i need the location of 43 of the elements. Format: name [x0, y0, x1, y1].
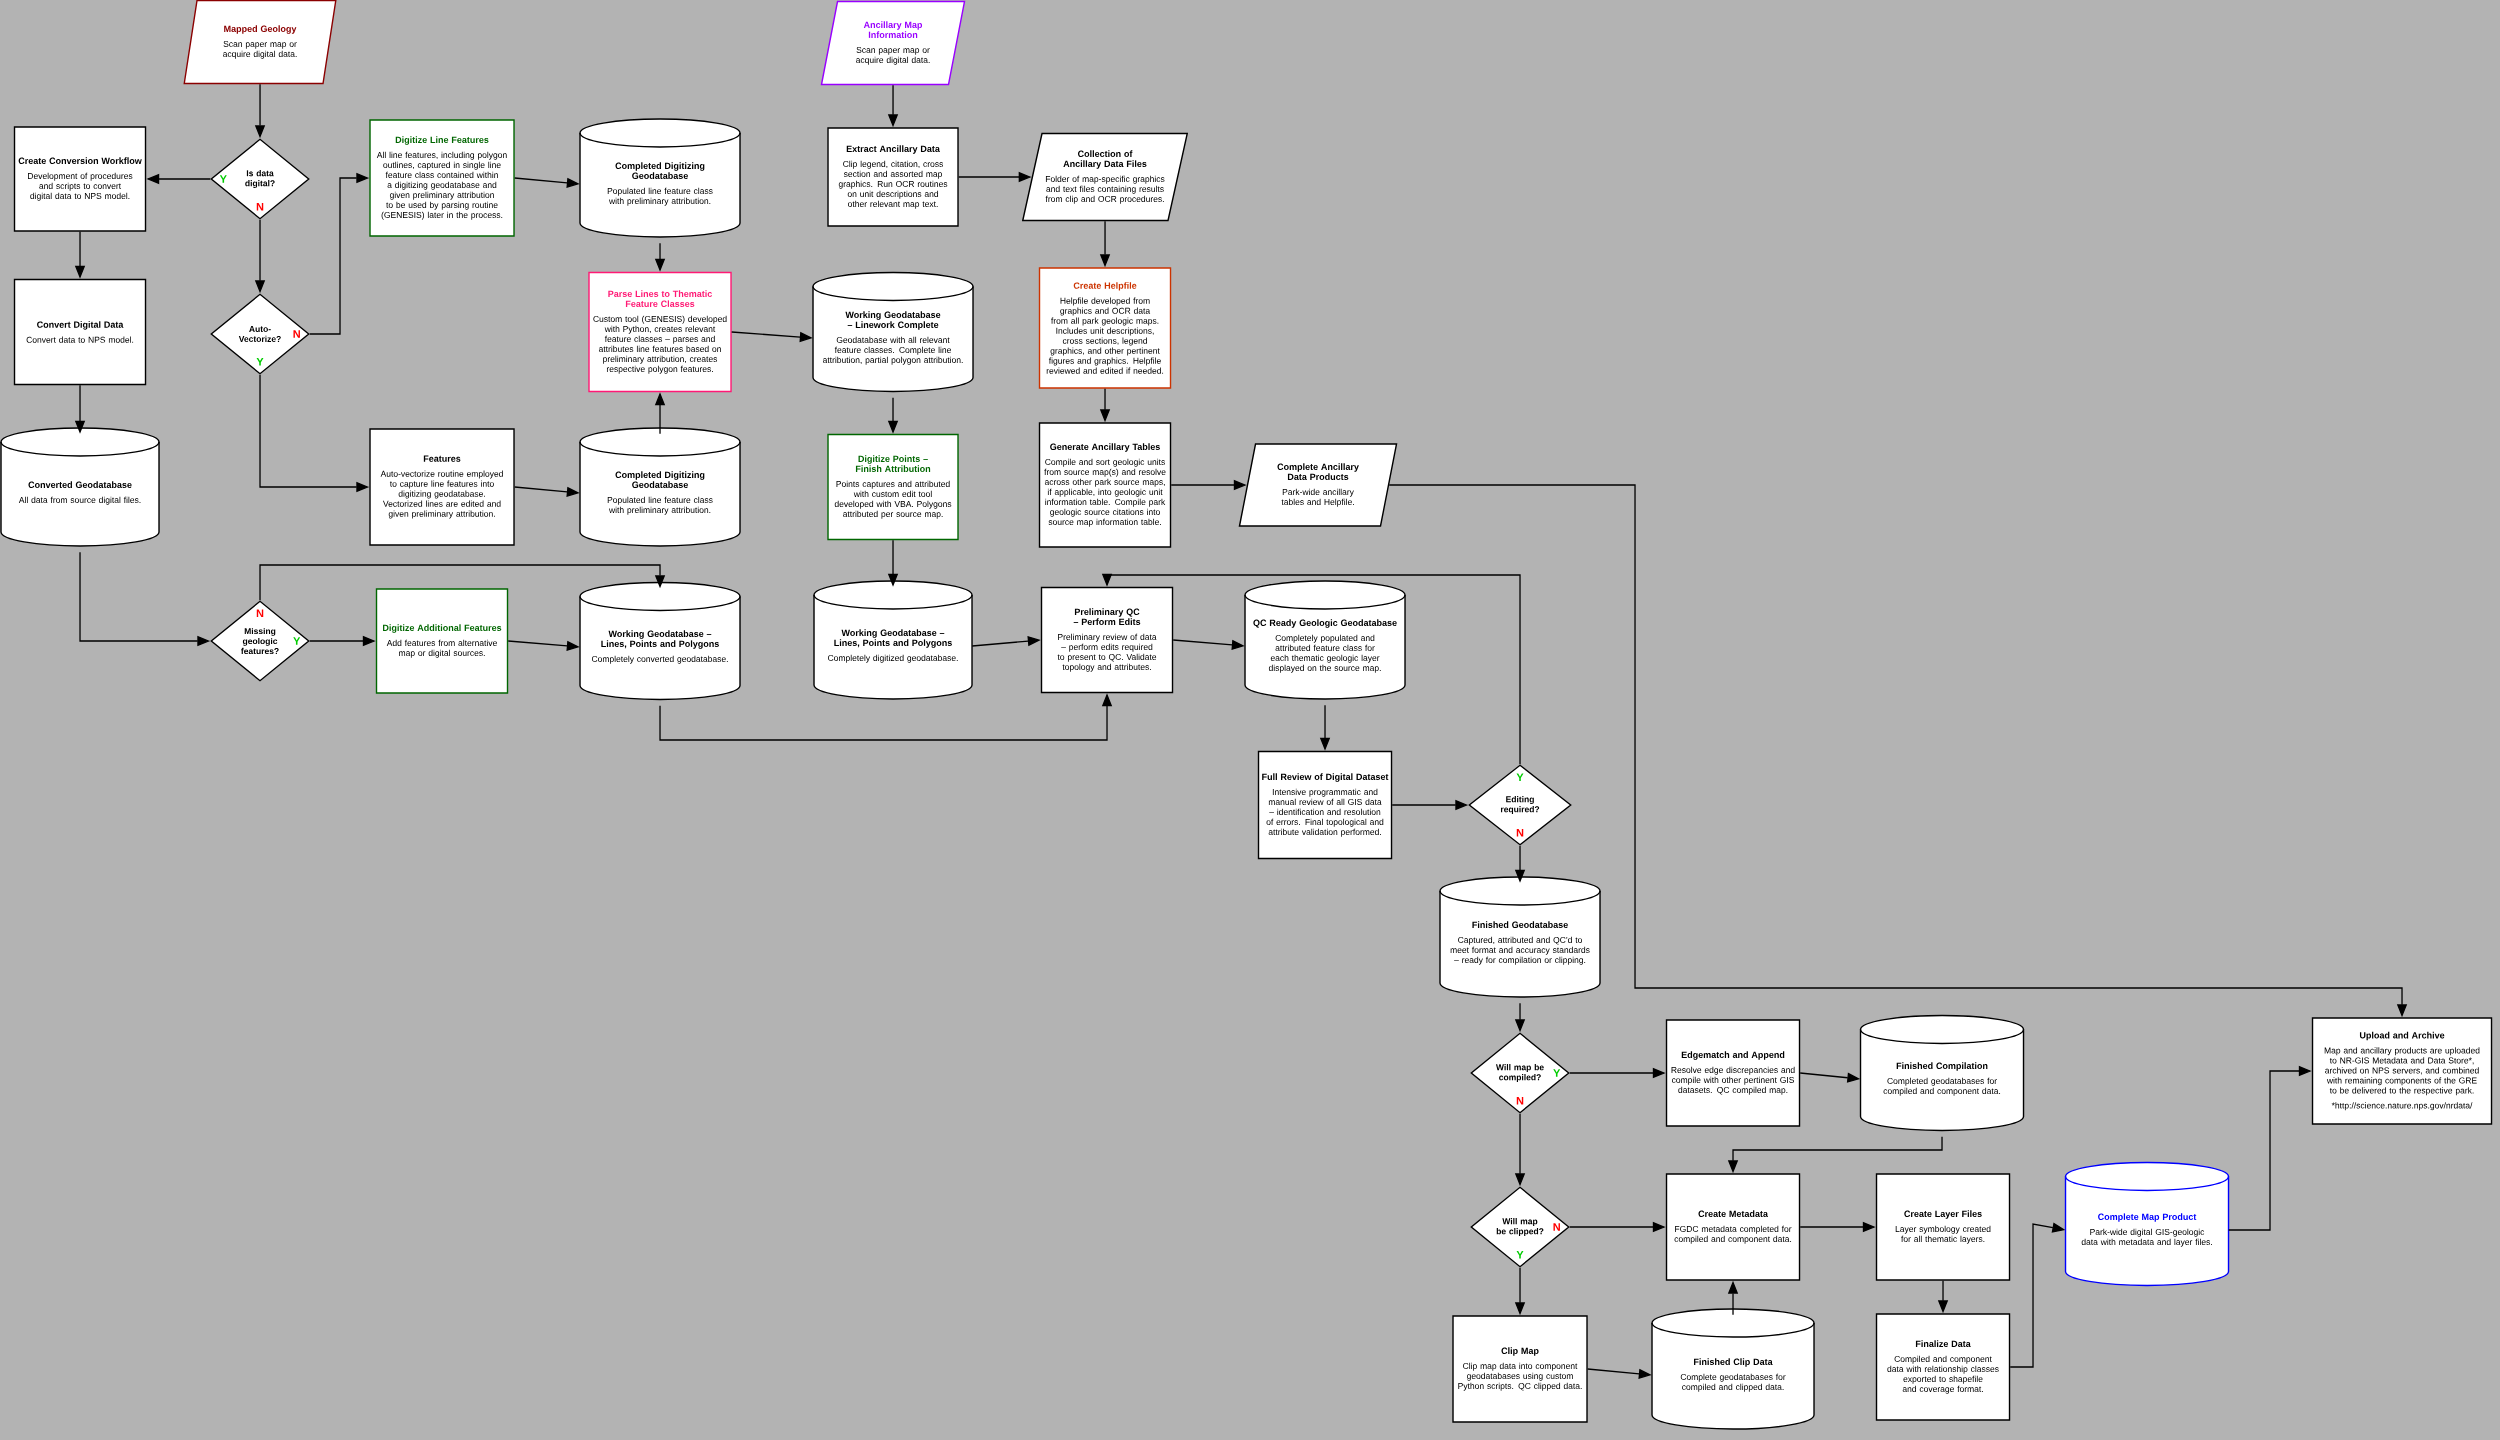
data-parallelogram: Mapped Geology Scan paper map or acquire digital data. [183, 0, 337, 85]
database-cylinder: QC Ready Geologic Geodatabase Completely populated and attributed feature class for each thematic geologic layer displayed on the source map. [1244, 580, 1406, 700]
process-box: Create Metadata FGDC metadata completed for compiled and component data. [1665, 1173, 1801, 1281]
process-box: Full Review of Digital Dataset Intensive programmatic and manual review of all GIS data – identification and resolution of errors. Final topological and attribute validation performed. [1257, 750, 1393, 860]
database-cylinder: Converted Geodatabase All data from source digital files. [0, 427, 160, 547]
process-box: Parse Lines to Thematic Feature Classes Custom tool (GENESIS) developed with Python, creates relevant feature classes – parses and attributes line features based on preliminary attribution, creates respective polygon features. [588, 271, 732, 393]
process-box: Convert Digital Data Convert data to NPS model. [13, 278, 147, 386]
edge-label: N [1516, 1096, 1524, 1105]
process-box: Digitize Line Features All line features, including polygon outlines, captured in single line feature class contained within a digitizing geodatabase and given preliminary attribution to be used by parsing routine (GENESIS) later in the process. [369, 119, 515, 237]
edge-label: Y [293, 637, 301, 645]
edge-label: Y [1516, 773, 1524, 782]
process-box: Finalize Data Compiled and component data with relationship classes exported to shapefile and coverage format. [1875, 1313, 2011, 1421]
arrow [259, 564, 666, 601]
process-box: Create Conversion Workflow Development of procedures and scripts to convert digital data to NPS model. [13, 126, 147, 232]
edge-label: N [1553, 1223, 1560, 1231]
edge-label: Y [1553, 1069, 1561, 1077]
process-box: Digitize Points – Finish Attribution Points captures and attributed with custom edit tool developed with VBA. Polygons attributed per source map. [827, 433, 959, 541]
process-box: Extract Ancillary Data Clip legend, citation, cross section and assorted map graphics. Run OCR routines on unit descriptions and other relevant map text. [827, 127, 959, 227]
process-box: Clip Map Clip map data into component geodatabases using custom Python scripts. QC clipped data. [1452, 1315, 1588, 1423]
edge-label: N [1516, 828, 1524, 837]
database-cylinder: Completed Digitizing Geodatabase Populated line feature class with preliminary attribution. [579, 118, 741, 238]
process-box: Features Auto-vectorize routine employed to capture line features into digitizing geodatabase. Vectorized lines are edited and given preliminary attribution. [369, 428, 515, 546]
edge-label: N [256, 202, 264, 211]
edge-label: N [293, 330, 300, 338]
edge-label: Y [256, 357, 264, 366]
process-box: Generate Ancillary Tables Compile and sort geologic units from source map(s) and resolve across other park source maps, if applicable, into geologic unit information table. Compile park geologic source citations into source map information table. [1038, 422, 1172, 548]
process-box: Preliminary QC – Perform Edits Preliminary review of data – perform edits required to present to QC. Validate topology and attributes. [1040, 586, 1174, 694]
edge-label: Y [1516, 1250, 1524, 1259]
database-cylinder: Working Geodatabase – Linework Complete Geodatabase with all relevant feature classes. Complete line attribution, partial polygon attribution. [812, 271, 974, 393]
database-cylinder: Complete Map Product Park-wide digital GIS-geologic data with metadata and layer files. [2064, 1161, 2230, 1287]
process-box: Create Layer Files Layer symbology created for all thematic layers. [1875, 1173, 2011, 1281]
database-cylinder: Working Geodatabase – Lines, Points and Polygons Completely converted geodatabase. [579, 581, 741, 701]
database-cylinder: Completed Digitizing Geodatabase Populated line feature class with preliminary attribution. [579, 427, 741, 547]
edge-label: Y [219, 175, 227, 183]
database-cylinder: Finished Geodatabase Captured, attributed and QC’d to meet format and accuracy standards – ready for compilation or clipping. [1439, 876, 1601, 998]
process-box: Edgematch and Append Resolve edge discrepancies and compile with other pertinent GIS datasets. QC compiled map. [1665, 1019, 1801, 1127]
database-cylinder: Finished Compilation Completed geodatabases for compiled and component data. [1859, 1014, 2025, 1132]
database-cylinder: Working Geodatabase – Lines, Points and Polygons Completely digitized geodatabase. [813, 580, 973, 700]
database-cylinder: Finished Clip Data Complete geodatabases for compiled and clipped data. [1651, 1308, 1815, 1430]
process-box: Create Helpfile Helpfile developed from graphics and OCR data from all park geologic maps. Includes unit descriptions, cross sections, legend graphics, and other pertinent figures and graphics. Helpfile reviewed and edited if needed. [1038, 267, 1172, 389]
process-box: Upload and Archive Map and ancillary products are uploaded to NR-GIS Metadata and Data Store*, archived on NPS servers, and combined with remaining components of the GRE to be delivered to the respective park. *http://science.nature.nps.gov/nrdata/ [2311, 1017, 2493, 1125]
process-box: Digitize Additional Features Add features from alternative map or digital sources. [375, 588, 509, 694]
edge-label: N [256, 609, 264, 618]
